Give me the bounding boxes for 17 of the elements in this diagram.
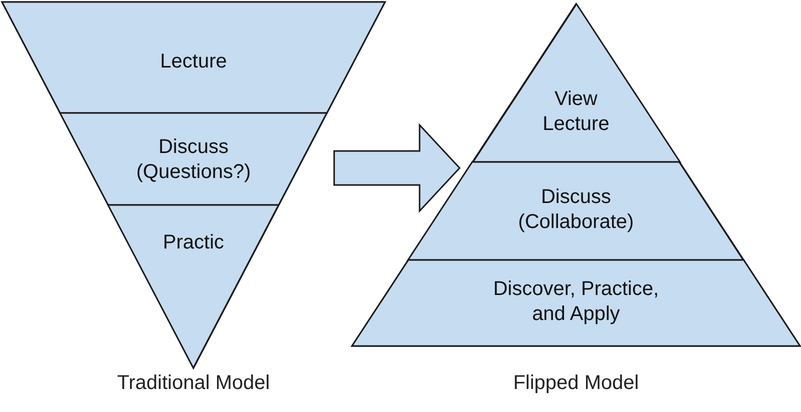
caption-text: Traditional Model: [117, 372, 270, 395]
band-label: View Lecture: [542, 87, 610, 137]
top-band: [472, 4, 680, 162]
bottom-band: [108, 205, 279, 368]
inverted-pyramid: [2, 2, 385, 368]
bottom-band: [352, 260, 800, 346]
middle-band: [408, 162, 744, 260]
band-label: Discuss (Questions?): [135, 135, 252, 185]
middle-band: [60, 113, 327, 205]
band-label: Lecture: [159, 50, 228, 74]
pyramid: [352, 4, 800, 346]
top-band: [2, 2, 385, 113]
block-arrow: [333, 123, 461, 213]
band-label: Discuss (Collaborate): [517, 185, 635, 235]
band-label: Practic: [162, 230, 226, 256]
caption-text: Flipped Model: [513, 372, 639, 395]
band-label: Discover, Practice, and Apply: [492, 277, 660, 327]
